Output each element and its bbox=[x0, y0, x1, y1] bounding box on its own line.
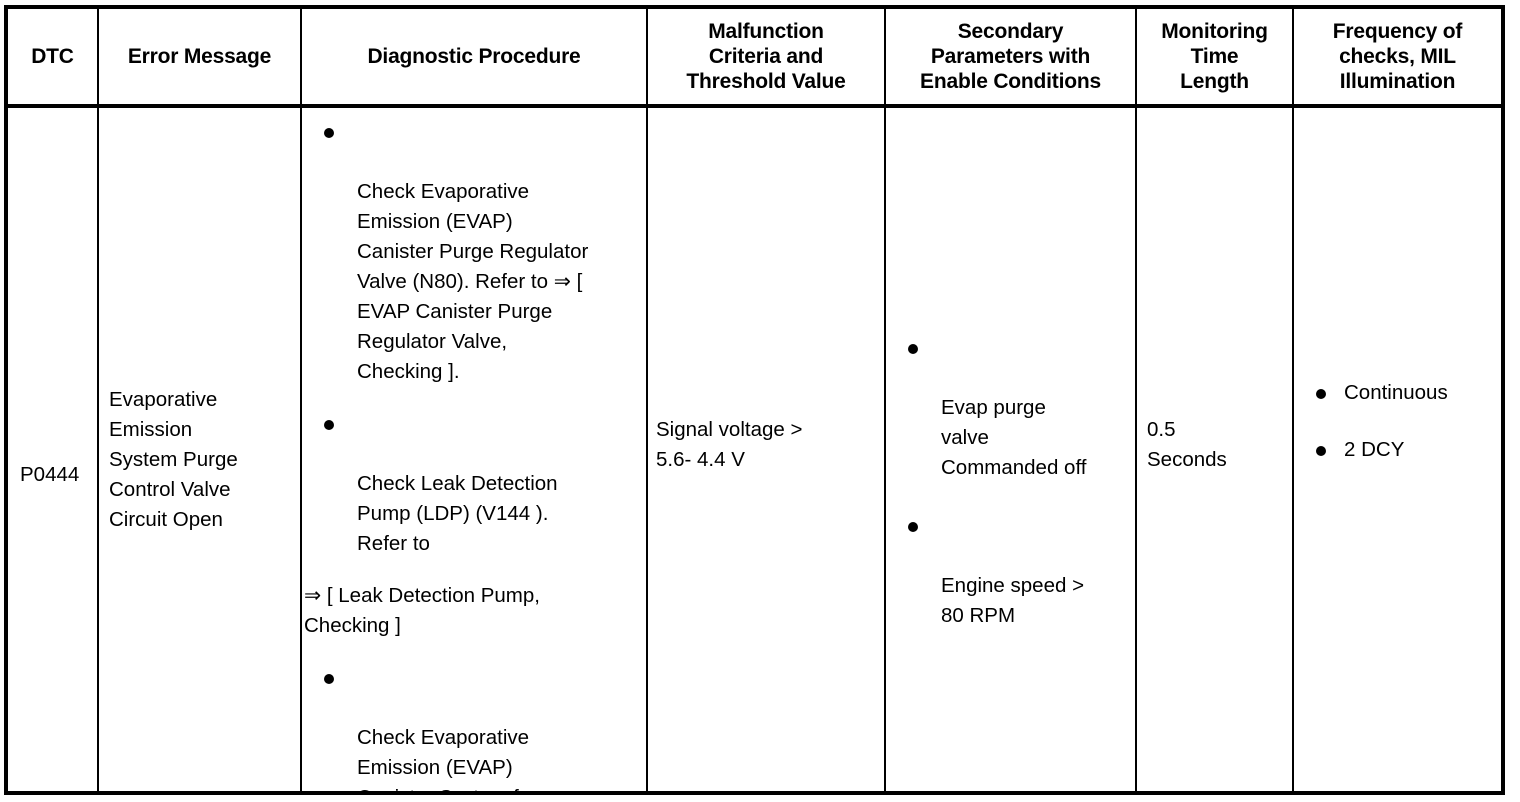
bullet-icon bbox=[324, 128, 334, 138]
list-item-text: Check Evaporative Emission (EVAP) Canist… bbox=[357, 726, 537, 791]
column-header-frequency-label: Frequency of checks, MIL Illumination bbox=[1332, 20, 1463, 93]
column-header-secondary-parameters: Secondary Parameters with Enable Conditi… bbox=[886, 9, 1137, 104]
list-item-text: Engine speed > 80 RPM bbox=[941, 574, 1085, 627]
list-item: Check Leak Detection Pump (LDP) (V144 ).… bbox=[302, 409, 646, 559]
column-header-malfunction-criteria-label: Malfunction Criteria and Threshold Value bbox=[686, 20, 846, 93]
frequency-list: Continuous 2 DCY bbox=[1294, 378, 1501, 492]
list-item: Check Evaporative Emission (EVAP) Canist… bbox=[302, 117, 646, 387]
malfunction-criteria-text: Signal voltage > 5.6- 4.4 V bbox=[656, 418, 803, 471]
list-item: 2 DCY bbox=[1294, 435, 1501, 465]
list-item: Evap purge valve Commanded off bbox=[886, 333, 1135, 483]
secondary-parameters-list: Evap purge valve Commanded off Engine sp… bbox=[886, 333, 1135, 659]
column-header-dtc-label: DTC bbox=[31, 45, 74, 68]
bullet-icon bbox=[908, 522, 918, 532]
list-item-text: 2 DCY bbox=[1344, 438, 1405, 461]
cell-frequency: Continuous 2 DCY bbox=[1294, 108, 1501, 791]
dtc-code: P0444 bbox=[20, 463, 80, 486]
column-header-monitoring-time-label: Monitoring Time Length bbox=[1161, 20, 1268, 93]
table-header-row: DTC Error Message Diagnostic Procedure M… bbox=[8, 9, 1501, 108]
list-item-text: Continuous bbox=[1344, 381, 1448, 404]
column-header-malfunction-criteria: Malfunction Criteria and Threshold Value bbox=[648, 9, 886, 104]
procedure-reference-line: ⇒ [ Leak Detection Pump, Checking ] bbox=[304, 584, 540, 637]
cell-error-message: Evaporative Emission System Purge Contro… bbox=[99, 108, 302, 791]
list-item-text: Evap purge valve Commanded off bbox=[941, 396, 1087, 479]
column-header-error-message: Error Message bbox=[99, 9, 302, 104]
error-message-text: Evaporative Emission System Purge Contro… bbox=[109, 388, 238, 531]
list-item: Engine speed > 80 RPM bbox=[886, 511, 1135, 631]
bullet-icon bbox=[324, 674, 334, 684]
column-header-secondary-parameters-label: Secondary Parameters with Enable Conditi… bbox=[920, 20, 1101, 93]
table-row: P0444 Evaporative Emission System Purge … bbox=[8, 108, 1501, 791]
diagnostic-procedure-list: Check Evaporative Emission (EVAP) Canist… bbox=[302, 117, 646, 791]
monitoring-time-text: 0.5 Seconds bbox=[1147, 418, 1227, 471]
column-header-frequency: Frequency of checks, MIL Illumination bbox=[1294, 9, 1501, 104]
bullet-icon bbox=[1316, 389, 1326, 399]
list-item: Continuous bbox=[1294, 378, 1501, 408]
bullet-icon bbox=[908, 344, 918, 354]
column-header-diagnostic-procedure-label: Diagnostic Procedure bbox=[367, 45, 581, 68]
list-item: Check Evaporative Emission (EVAP) Canist… bbox=[302, 663, 646, 791]
cell-monitoring-time: 0.5 Seconds bbox=[1137, 108, 1294, 791]
column-header-monitoring-time: Monitoring Time Length bbox=[1137, 9, 1294, 104]
column-header-error-message-label: Error Message bbox=[127, 45, 272, 68]
cell-malfunction-criteria: Signal voltage > 5.6- 4.4 V bbox=[648, 108, 886, 791]
cell-diagnostic-procedure: Check Evaporative Emission (EVAP) Canist… bbox=[302, 108, 648, 791]
bullet-icon bbox=[1316, 446, 1326, 456]
cell-dtc: P0444 bbox=[8, 108, 99, 791]
bullet-icon bbox=[324, 420, 334, 430]
cell-secondary-parameters: Evap purge valve Commanded off Engine sp… bbox=[886, 108, 1137, 791]
list-item-text: Check Leak Detection Pump (LDP) (V144 ).… bbox=[357, 472, 558, 555]
column-header-diagnostic-procedure: Diagnostic Procedure bbox=[302, 9, 648, 104]
list-item-text: Check Evaporative Emission (EVAP) Canist… bbox=[357, 180, 589, 383]
dtc-diagnostic-table: DTC Error Message Diagnostic Procedure M… bbox=[4, 5, 1505, 795]
column-header-dtc: DTC bbox=[8, 9, 99, 104]
